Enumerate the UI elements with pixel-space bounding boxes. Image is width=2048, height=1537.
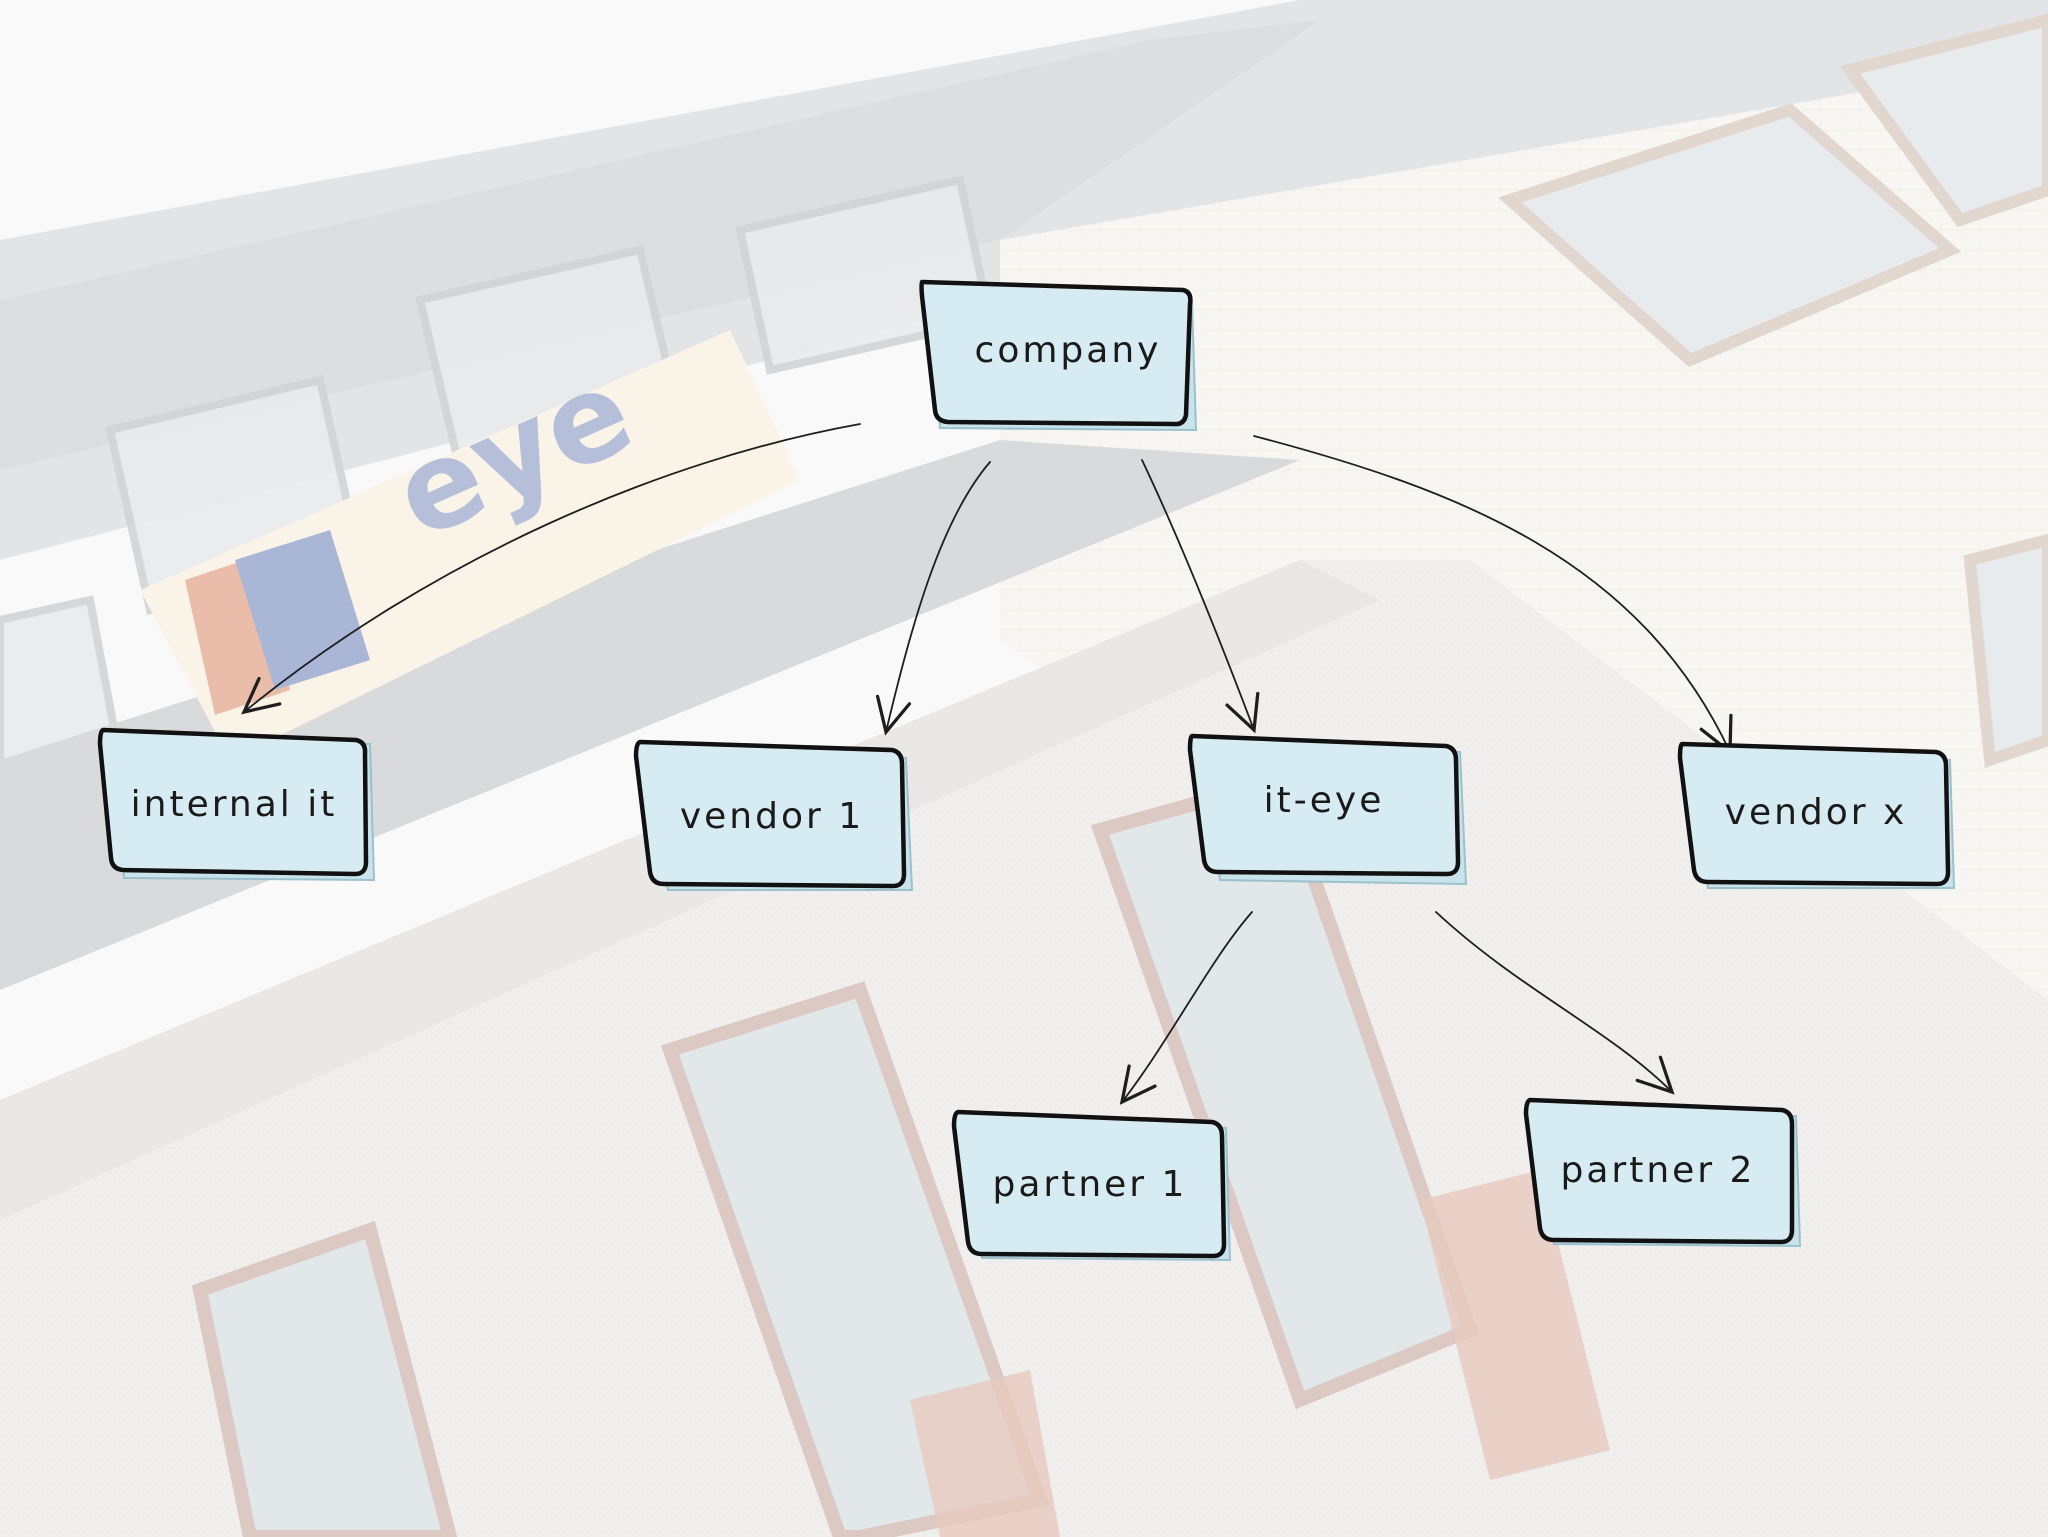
node-company[interactable]: company (922, 282, 1197, 430)
node-label: it-eye (1264, 780, 1385, 821)
node-partner-1[interactable]: partner 1 (954, 1112, 1230, 1260)
node-label: partner 1 (993, 1164, 1188, 1205)
node-label: internal it (131, 784, 338, 825)
node-vendor-x[interactable]: vendor x (1680, 744, 1954, 888)
node-partner-2[interactable]: partner 2 (1526, 1100, 1800, 1246)
node-internal-it[interactable]: internal it (100, 730, 374, 880)
node-label: vendor x (1725, 792, 1908, 833)
node-label: vendor 1 (680, 796, 864, 837)
node-it-eye[interactable]: it-eye (1190, 736, 1466, 884)
node-label: partner 2 (1561, 1150, 1756, 1191)
node-vendor-1[interactable]: vendor 1 (636, 742, 912, 890)
node-label: company (975, 330, 1162, 371)
